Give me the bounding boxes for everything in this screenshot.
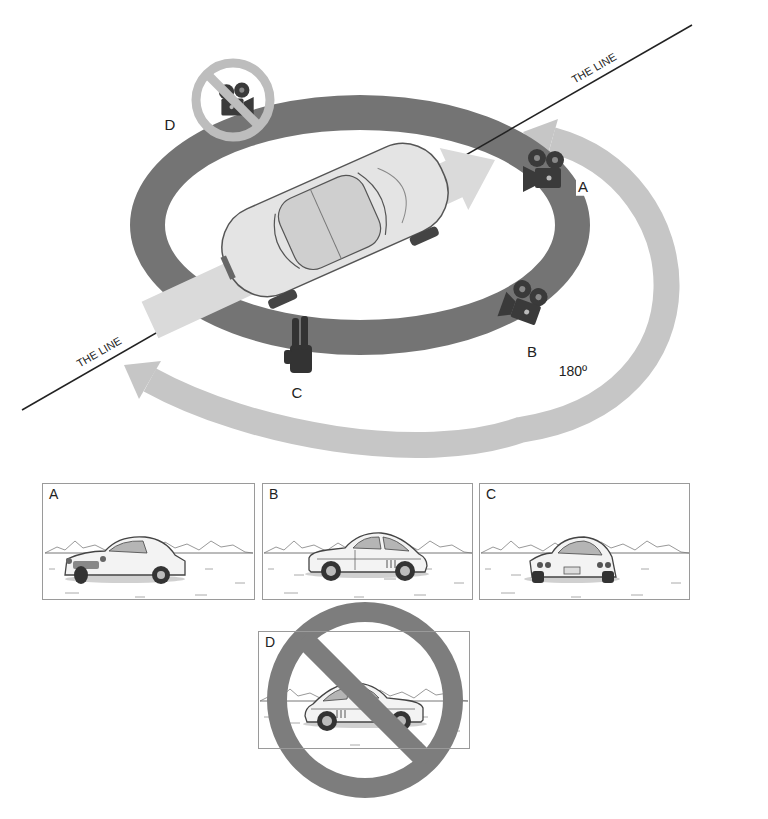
shot-panel: B	[262, 483, 473, 600]
camera-label: D	[163, 117, 178, 134]
axis-label: THE LINE	[75, 334, 124, 369]
camera-label: C	[290, 385, 305, 402]
panel-letter: A	[43, 484, 64, 505]
camera-label: A	[576, 179, 590, 196]
camera-label: B	[525, 344, 539, 361]
shot-panel: D	[258, 631, 470, 749]
panel-letter: B	[263, 484, 284, 505]
panel-letter: C	[480, 484, 502, 505]
angle-label: 180º	[557, 364, 589, 379]
shot-panel: A	[42, 483, 255, 600]
shot-panel: C	[479, 483, 690, 600]
panel-letter: D	[259, 632, 281, 653]
axis-label: THE LINE	[570, 50, 619, 85]
